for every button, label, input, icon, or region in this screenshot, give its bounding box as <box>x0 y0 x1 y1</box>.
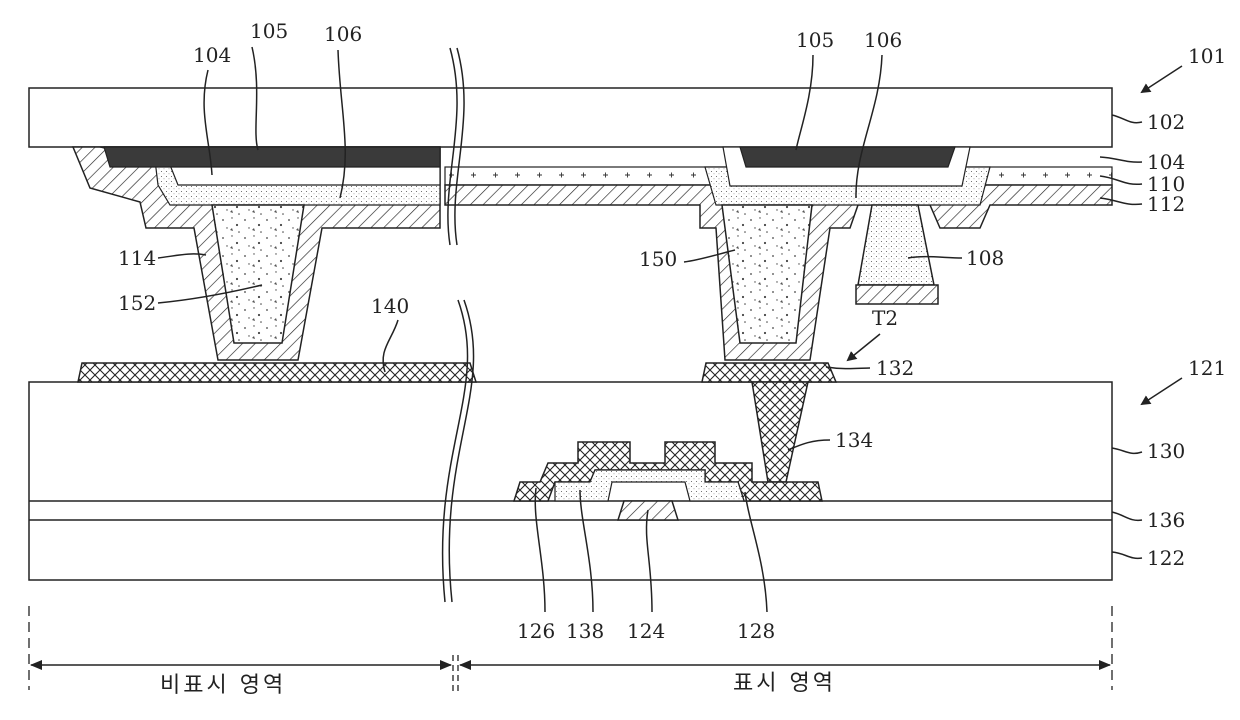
black-matrix-105-right <box>740 147 955 167</box>
label-132: 132 <box>876 356 914 380</box>
label-108: 108 <box>966 246 1004 270</box>
substrate-102 <box>29 88 1112 147</box>
label-104-left: 104 <box>193 43 231 67</box>
label-114: 114 <box>118 246 156 270</box>
label-138: 138 <box>566 619 604 643</box>
label-106-right: 106 <box>864 28 902 52</box>
black-matrix-105-left <box>104 147 440 167</box>
label-102: 102 <box>1147 110 1185 134</box>
label-140: 140 <box>371 294 409 318</box>
label-130: 130 <box>1147 439 1185 463</box>
label-105-right: 105 <box>796 28 834 52</box>
label-134: 134 <box>835 428 873 452</box>
label-105-left: 105 <box>250 19 288 43</box>
label-t2: T2 <box>872 306 898 330</box>
label-121: 121 <box>1188 356 1226 380</box>
label-150: 150 <box>639 247 677 271</box>
pad-140 <box>78 363 476 382</box>
label-128: 128 <box>737 619 775 643</box>
label-106-left: 106 <box>324 22 362 46</box>
label-112: 112 <box>1147 192 1185 216</box>
label-124: 124 <box>627 619 665 643</box>
region-non-display-label: 비표시 영역 <box>160 673 286 698</box>
label-122: 122 <box>1147 546 1185 570</box>
label-101: 101 <box>1188 44 1226 68</box>
pad-132 <box>702 363 836 382</box>
lower-substrate-group <box>29 363 1112 580</box>
arrow-101 <box>1142 66 1182 92</box>
upper-substrate-group <box>29 88 1112 360</box>
column-108-cap <box>856 285 938 304</box>
label-152: 152 <box>118 291 156 315</box>
label-104-right: 104 <box>1147 150 1185 174</box>
column-108 <box>858 205 934 285</box>
arrow-121 <box>1142 378 1182 404</box>
label-126: 126 <box>517 619 555 643</box>
label-136: 136 <box>1147 508 1185 532</box>
region-display-label: 표시 영역 <box>733 671 836 696</box>
